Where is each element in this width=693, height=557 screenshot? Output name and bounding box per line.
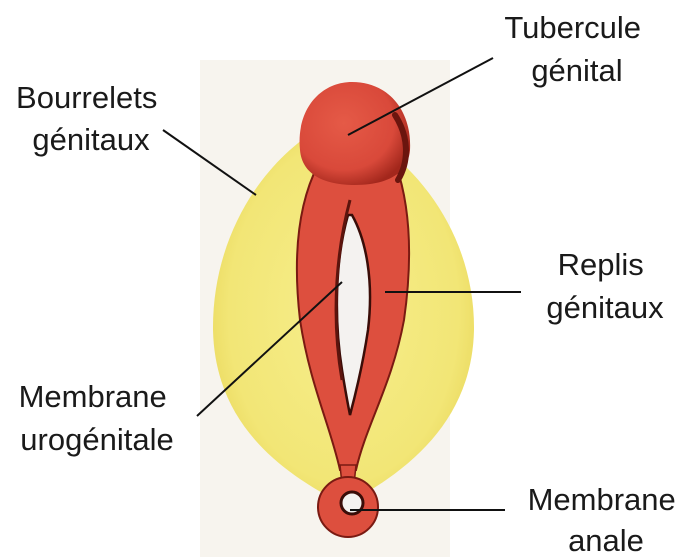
label-bourrelets-line2: génitaux <box>32 122 150 157</box>
label-replis-line2: génitaux <box>546 290 664 325</box>
label-bourrelets: Bourrelets génitaux <box>16 80 166 157</box>
label-bourrelets-line1: Bourrelets <box>16 80 157 115</box>
label-membrane-anale-line2: anale <box>568 523 644 557</box>
label-membrane-anale-line1: Membrane <box>528 482 676 517</box>
label-tubercule: Tubercule génital <box>504 10 649 88</box>
label-membrane-urogenitale: Membrane urogénitale <box>19 379 176 457</box>
label-membrane-urogenitale-line2: urogénitale <box>20 422 173 457</box>
label-tubercule-line1: Tubercule <box>504 10 641 45</box>
label-tubercule-line2: génital <box>531 53 622 88</box>
label-membrane-anale: Membrane anale <box>528 482 685 557</box>
label-replis: Replis génitaux <box>546 247 664 325</box>
label-membrane-urogenitale-line1: Membrane <box>19 379 167 414</box>
label-replis-line1: Replis <box>558 247 644 282</box>
